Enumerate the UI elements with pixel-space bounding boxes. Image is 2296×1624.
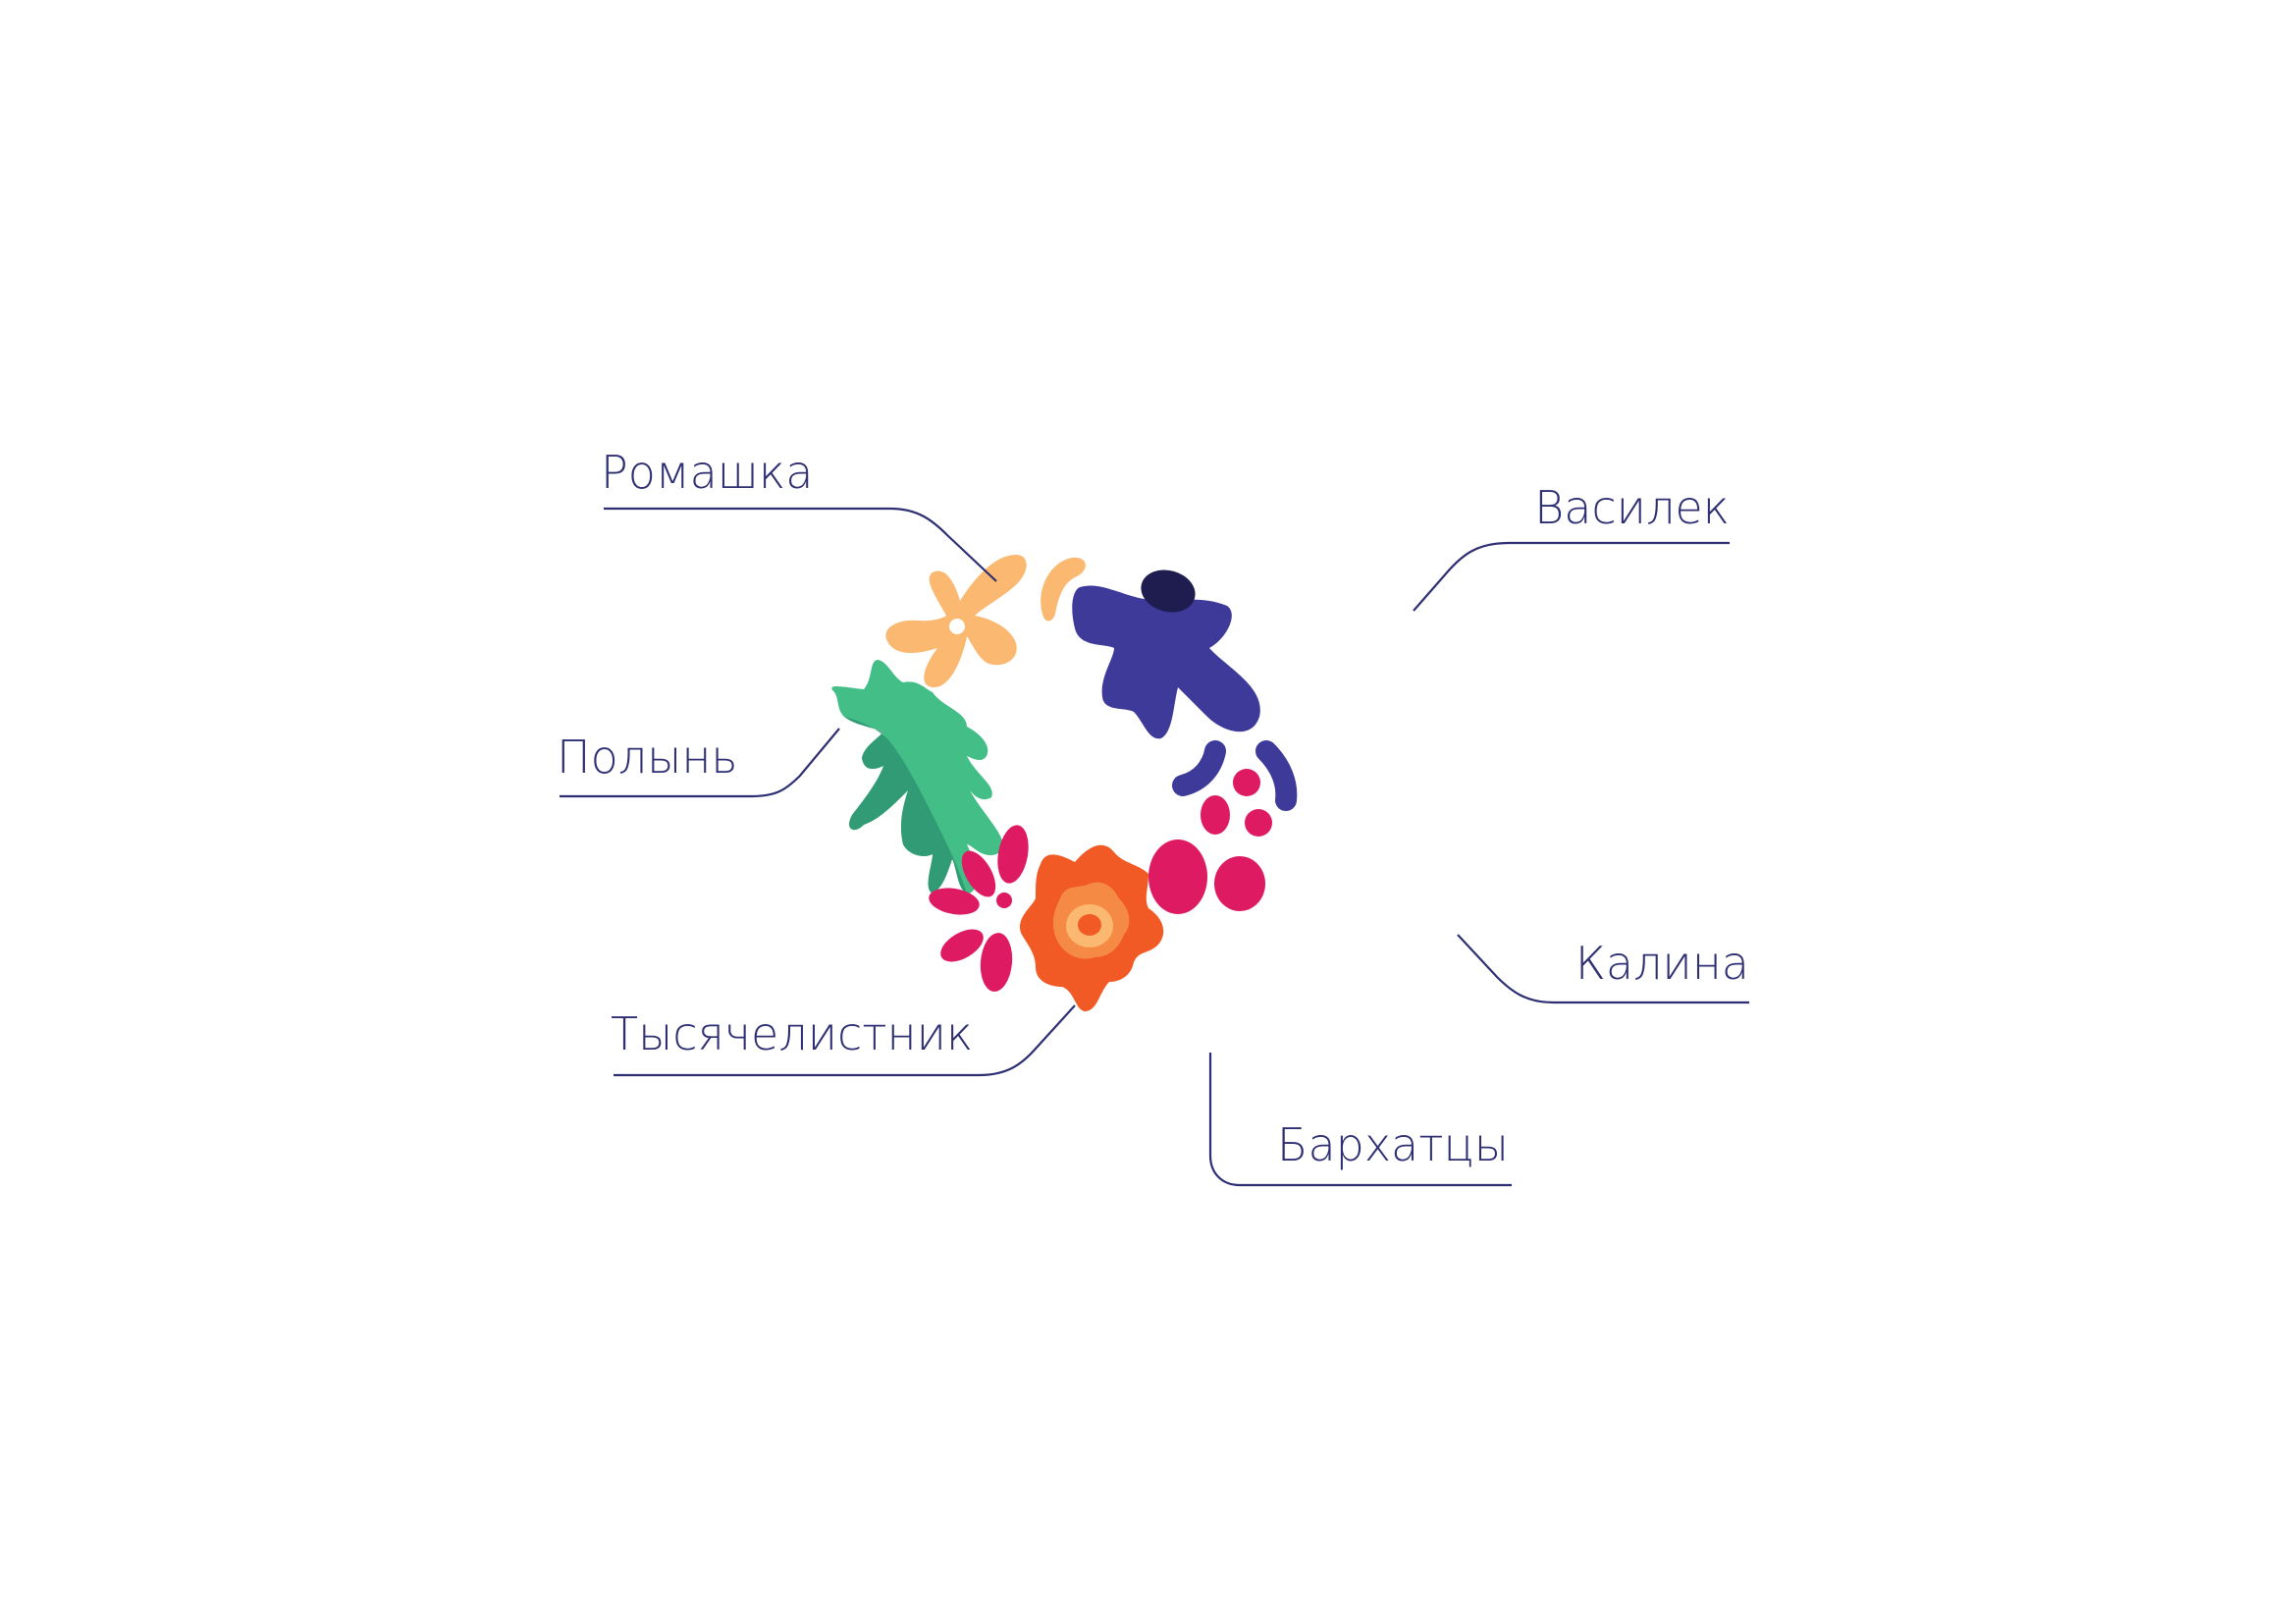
chamomile-flower (885, 555, 1086, 687)
cornflower-flower (1072, 569, 1298, 811)
label-viburnum: Калина (1575, 937, 1749, 990)
marigold-flower (1019, 844, 1164, 1011)
yarrow-flower (929, 825, 1029, 992)
label-cornflower: Василек (1534, 481, 1730, 534)
leader-line-wormwood (560, 728, 840, 798)
label-wormwood: Полынь (557, 731, 738, 784)
leader-line-viburnum (1457, 934, 1749, 1004)
leader-line-marigold (1208, 1053, 1512, 1187)
leader-line-chamomile (604, 507, 997, 582)
label-yarrow: Тысячелистник (611, 1007, 973, 1060)
label-marigold: Бархатцы (1277, 1118, 1509, 1171)
viburnum-berries (1148, 769, 1272, 914)
leader-line-cornflower (1413, 541, 1730, 612)
label-chamomile: Ромашка (601, 446, 813, 499)
leader-line-yarrow (614, 1004, 1076, 1077)
wormwood-plant (831, 660, 1003, 893)
